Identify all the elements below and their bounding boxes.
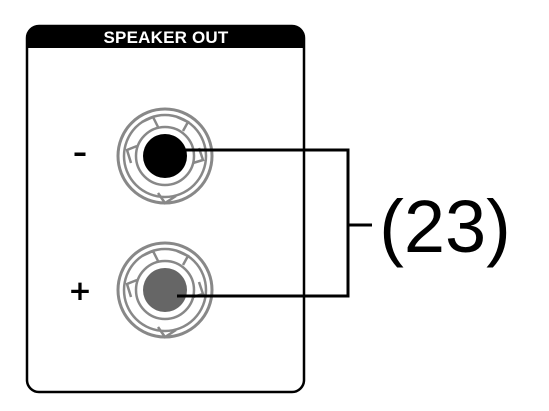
panel-title: SPEAKER OUT	[104, 28, 229, 47]
terminal-plus-nut-lobes	[125, 249, 205, 339]
terminal-plus-inner-ring	[134, 259, 196, 321]
terminal-plus-post	[143, 268, 187, 312]
terminal-plus: +	[68, 241, 214, 339]
callout-bracket	[177, 148, 372, 298]
terminal-plus-nut	[122, 247, 208, 333]
panel-header-bar	[27, 26, 304, 48]
terminal-minus-nut	[122, 113, 208, 199]
terminal-minus-post	[143, 134, 187, 178]
terminal-minus-nut-lobes	[125, 115, 205, 205]
terminal-minus-label: –	[73, 136, 87, 169]
terminal-minus: –	[73, 107, 214, 205]
terminal-minus-inner-ring	[134, 125, 196, 187]
terminal-plus-label: +	[68, 274, 91, 307]
callout-label: (23)	[379, 185, 511, 268]
